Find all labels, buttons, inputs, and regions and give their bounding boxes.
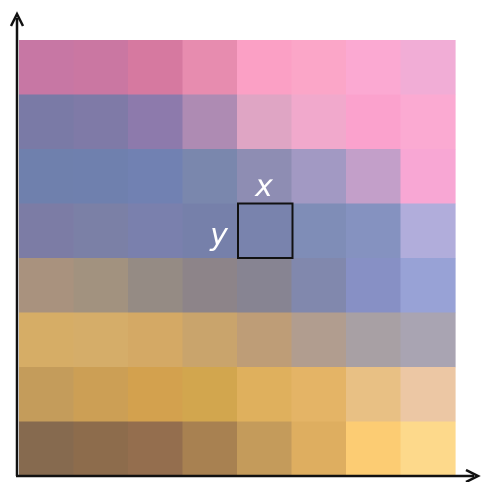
- grid-cell: [400, 312, 456, 368]
- grid-cell: [346, 367, 402, 423]
- grid-cell: [73, 149, 129, 205]
- grid-cell: [237, 203, 293, 259]
- grid-cell: [128, 94, 184, 150]
- grid-cell: [400, 203, 456, 259]
- grid-cell: [237, 258, 293, 314]
- grid-cell: [128, 421, 184, 477]
- grid-cell: [400, 367, 456, 423]
- grid-cell: [346, 40, 402, 96]
- y-axis-arrowhead: [9, 11, 25, 27]
- grid-cell: [182, 149, 238, 205]
- grid-cell: [182, 94, 238, 150]
- grid-cell: [346, 312, 402, 368]
- grid-cell: [128, 258, 184, 314]
- x-axis-arrowhead: [465, 468, 481, 482]
- grid-cell: [237, 149, 293, 205]
- grid-cell: [73, 367, 129, 423]
- grid-cell: [346, 94, 402, 150]
- grid-cell: [128, 149, 184, 205]
- grid-cell: [128, 203, 184, 259]
- grid-cell: [237, 40, 293, 96]
- grid-cell: [19, 312, 75, 368]
- grid-cell: [237, 367, 293, 423]
- grid-cell: [19, 421, 75, 477]
- grid-cell: [19, 258, 75, 314]
- grid-cell: [291, 312, 347, 368]
- grid-cell: [182, 258, 238, 314]
- grid-cell: [19, 203, 75, 259]
- grid-cell: [237, 421, 293, 477]
- grid-cell: [19, 40, 75, 96]
- label-x: x: [254, 169, 273, 204]
- grid-cell: [291, 203, 347, 259]
- grid-cell: [400, 258, 456, 314]
- grid-cell: [346, 258, 402, 314]
- grid-cell: [128, 40, 184, 96]
- pixel-grid: [19, 40, 456, 477]
- grid-cell: [19, 94, 75, 150]
- grid-cell: [182, 421, 238, 477]
- grid-cell: [346, 203, 402, 259]
- grid-cell: [73, 421, 129, 477]
- grid-cell: [128, 367, 184, 423]
- grid-cell: [182, 203, 238, 259]
- grid-cell: [400, 421, 456, 477]
- grid-cell: [291, 94, 347, 150]
- grid-cell: [73, 258, 129, 314]
- grid-cell: [291, 40, 347, 96]
- grid-cell: [182, 312, 238, 368]
- grid-cell: [73, 94, 129, 150]
- grid-cell: [400, 40, 456, 96]
- grid-cell: [291, 367, 347, 423]
- grid-cell: [346, 421, 402, 477]
- grid-cell: [19, 367, 75, 423]
- highlighted-pixel: [237, 202, 294, 259]
- grid-cell: [237, 94, 293, 150]
- grid-cell: [291, 149, 347, 205]
- grid-cell: [73, 312, 129, 368]
- grid-cell: [346, 149, 402, 205]
- grid-cell: [291, 421, 347, 477]
- grid-cell: [291, 258, 347, 314]
- grid-cell: [19, 149, 75, 205]
- grid-cell: [237, 312, 293, 368]
- grid-cell: [400, 149, 456, 205]
- grid-cell: [400, 94, 456, 150]
- grid-cell: [182, 40, 238, 96]
- grid-cell: [182, 367, 238, 423]
- label-y: y: [209, 218, 229, 253]
- axes: [9, 11, 481, 482]
- grid-cell: [73, 203, 129, 259]
- grid-cell: [128, 312, 184, 368]
- grid-cell: [73, 40, 129, 96]
